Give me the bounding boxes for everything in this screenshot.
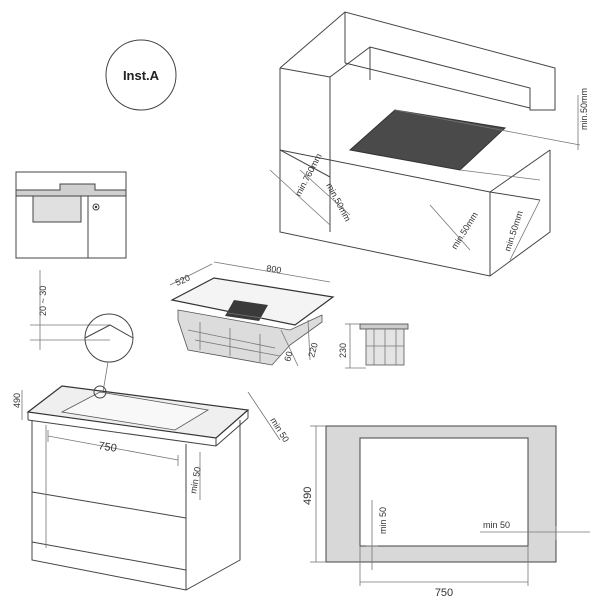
clearance-label-height: min.760mm [293, 152, 324, 198]
side-thickness-detail: 20 ~ 30 [30, 270, 134, 393]
installation-badge: Inst.A [105, 39, 177, 111]
cutout-margin-right-label: min 50 [483, 520, 510, 530]
side-view-top [359, 323, 409, 330]
cabinet-width-label: 750 [98, 440, 118, 455]
clearance-label-top: min.50mm [579, 88, 589, 130]
appliance-vent [225, 300, 268, 321]
upper-cabinet-outline [279, 11, 556, 178]
appliance-width-label: 800 [266, 263, 282, 275]
clearance-label-front: min.50mm [449, 210, 480, 251]
cabinet-view: 490 750 min 50 min 50 [12, 385, 291, 591]
section-worktop [15, 183, 127, 197]
magnifier-circle [84, 313, 134, 363]
section-detail-frame [15, 171, 127, 259]
clearance-label-side: min.50mm [502, 210, 524, 253]
appliance-height-label-small: 60 [282, 350, 294, 362]
cutout-height-label: 490 [302, 487, 314, 505]
appliance-view: 520 800 220 60 [169, 261, 335, 367]
badge-circle [105, 39, 177, 111]
cutout-opening [359, 437, 529, 547]
base-cabinet-outline [279, 150, 551, 277]
appliance-side-height-label: 230 [338, 343, 348, 358]
section-hob-body [32, 195, 82, 223]
hob-plate [348, 109, 507, 171]
cutout-margin-bottom-label: min 50 [378, 507, 388, 534]
thickness-range-label: 20 ~ 30 [38, 286, 48, 316]
appliance-height-front-label: 220 [306, 341, 320, 358]
badge-label: Inst.A [123, 68, 160, 83]
cutout-width-label: 750 [435, 587, 453, 599]
cabinet-depth-label: 490 [12, 393, 22, 408]
appliance-body [177, 309, 323, 366]
appliance-side-view: 230 [338, 323, 409, 369]
section-fixing-screw [92, 203, 100, 211]
clearance-view: min.50mm min.50mm min.760mm min.50mm min… [269, 11, 589, 277]
clearance-label-rear: min.50mm [324, 181, 353, 223]
cutout-plan: 490 750 min 50 min 50 [302, 425, 590, 599]
appliance-depth-label: 520 [174, 273, 192, 288]
section-detail [15, 171, 127, 259]
cabinet-gap-front-label: min 50 [188, 466, 203, 494]
